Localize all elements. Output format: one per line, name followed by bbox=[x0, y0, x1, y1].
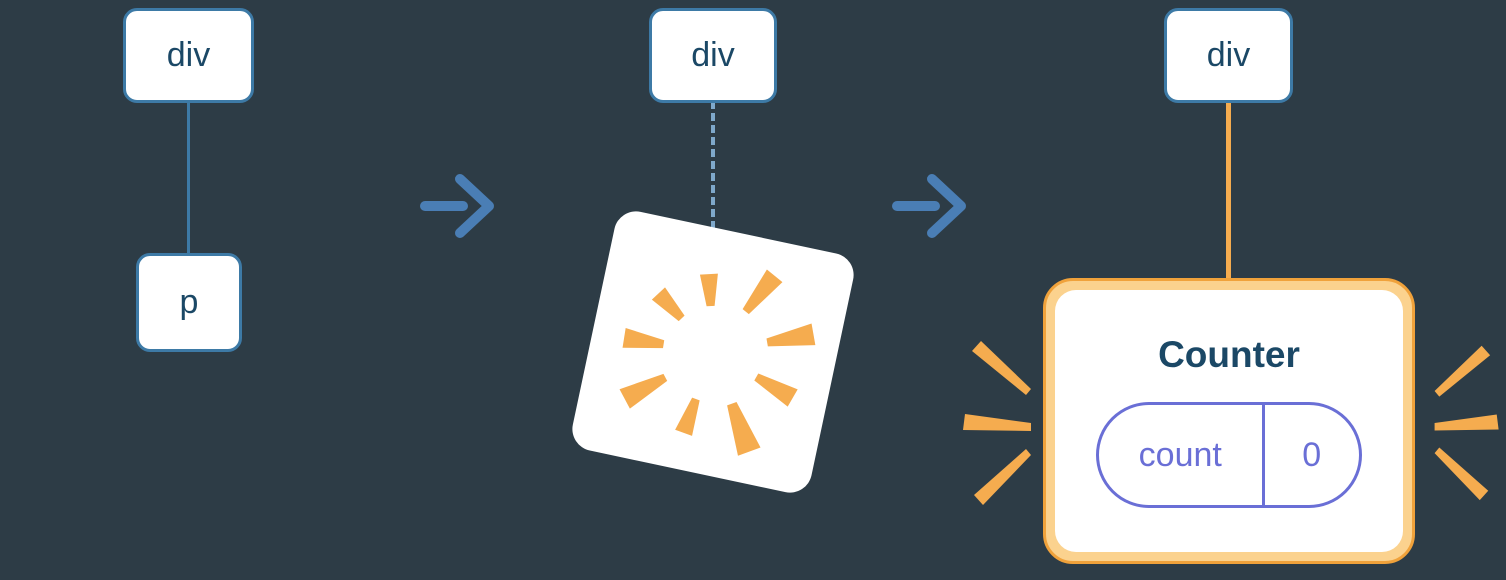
arrow-right-icon bbox=[892, 174, 966, 238]
arrow-right-icon bbox=[420, 174, 494, 238]
stage1-p-label: p bbox=[179, 283, 199, 321]
stage3-div-label: div bbox=[1206, 36, 1251, 74]
state-pill-divider bbox=[1261, 405, 1265, 505]
state-key: count bbox=[1138, 435, 1222, 474]
stage2-div-label: div bbox=[691, 36, 735, 74]
burst-icon bbox=[619, 269, 816, 456]
stage3-new-edge bbox=[1226, 100, 1231, 285]
stage2-removed-edge bbox=[711, 101, 715, 229]
sparkle-left-icon bbox=[963, 341, 1031, 505]
stage2-removed-node-card bbox=[568, 207, 858, 497]
stage3-div-node: div bbox=[1164, 8, 1293, 103]
state-value: 0 bbox=[1302, 435, 1322, 474]
stage1-div-label: div bbox=[166, 36, 211, 74]
sparkle-right-icon bbox=[1434, 345, 1499, 501]
counter-component-body: Counter count 0 bbox=[1055, 290, 1403, 552]
stage1-p-node: p bbox=[136, 253, 242, 352]
counter-component-card: Counter count 0 bbox=[1043, 278, 1415, 564]
stage1-div-node: div bbox=[123, 8, 254, 103]
stage2-div-node: div bbox=[649, 8, 777, 103]
state-pill: count 0 bbox=[1096, 402, 1362, 508]
stage1-tree-edge bbox=[187, 100, 190, 256]
component-title: Counter bbox=[1158, 334, 1300, 375]
